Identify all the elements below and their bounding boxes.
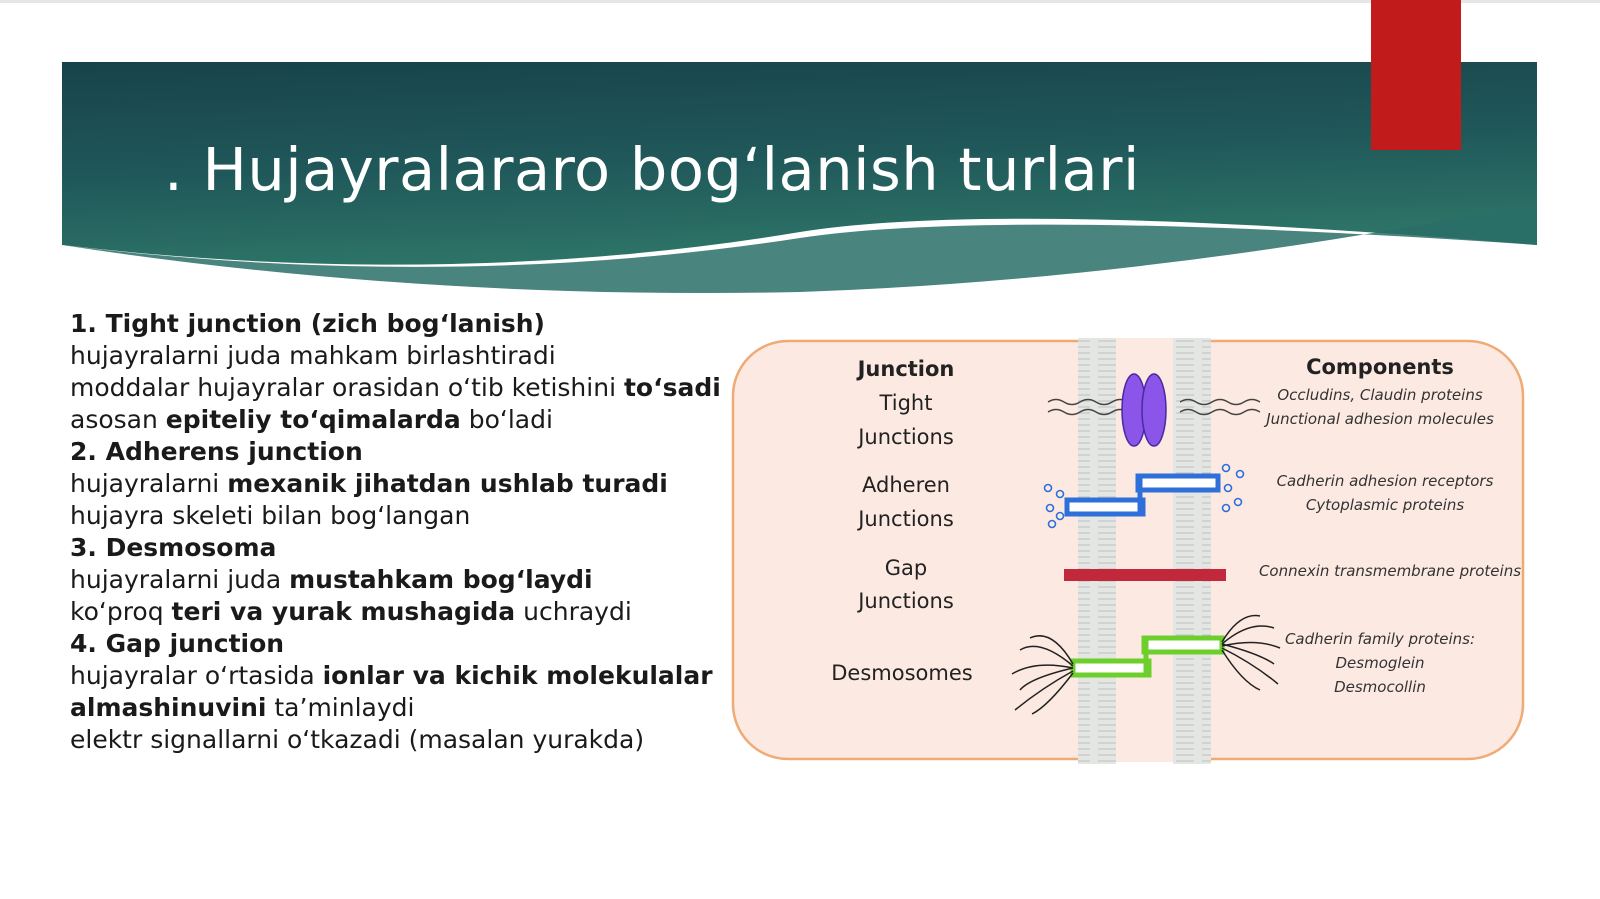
adheren-junction-components: Cytoplasmic proteins [1306,496,1465,514]
desmosome-label: Desmosomes [831,661,972,685]
gap-junction-label: Gap [885,556,927,580]
tight-junction-label: Junctions [856,425,954,449]
claudin-protein [1141,373,1167,447]
gap-junction-components: Connexin transmembrane proteins [1259,562,1521,580]
desmosome-components: Cadherin family proteins: [1285,630,1475,648]
tight-junction-label: Tight [879,391,933,415]
desmosome-components: Desmocollin [1334,678,1426,696]
section-heading-desmosoma: 3. Desmosoma [70,533,277,562]
text-line: hujayralar o‘rtasida ionlar va kichik mo… [70,661,713,690]
text-line: elektr signallarni o‘tkazadi (masalan yu… [70,725,645,754]
adheren-junction-structure [1064,473,1221,517]
top-divider [0,0,1600,3]
junction-list: 1. Tight junction (zich bog‘lanish) huja… [70,308,721,756]
adheren-junction-label: Junctions [856,507,954,531]
text-line: hujayralarni mexanik jihatdan ushlab tur… [70,469,668,498]
red-accent-tab [1371,0,1461,150]
section-heading-adherens: 2. Adherens junction [70,437,363,466]
text-line: asosan epiteliy to‘qimalarda bo‘ladi [70,405,553,434]
tight-junction-strands [1047,398,1261,416]
text-line: ko‘proq teri va yurak mushagida uchraydi [70,597,632,626]
membrane-right [1173,338,1211,764]
tight-junction-components: Occludins, Claudin proteins [1277,386,1482,404]
column-junction-heading: Junction [856,357,955,381]
text-line: almashinuvini ta’minlaydi [70,693,415,722]
column-components-heading: Components [1306,355,1454,379]
text-line: hujayralarni juda mustahkam bog‘laydi [70,565,593,594]
section-heading-gap: 4. Gap junction [70,629,285,658]
adheren-junction-components: Cadherin adhesion receptors [1277,472,1494,490]
slide-title: . Hujayralararo bog‘lanish turlari [164,135,1140,204]
section-heading-tight: 1. Tight junction (zich bog‘lanish) [70,309,545,338]
text-line: hujayra skeleti bilan bog‘langan [70,501,471,530]
desmosome-structure [1070,635,1225,678]
junction-diagram: Junction Components Tight Junctions Occl… [731,338,1525,764]
text-line: moddalar hujayralar orasidan o‘tib ketis… [70,373,721,402]
keratin-filaments [1011,614,1281,715]
adheren-junction-label: Adheren [862,473,950,497]
cytoplasmic-dots [1043,463,1245,529]
title-banner [62,62,1537,294]
tight-junction-components: Junctional adhesion molecules [1263,410,1494,428]
text-line: hujayralarni juda mahkam birlashtiradi [70,341,556,370]
desmosome-components: Desmoglein [1336,654,1425,672]
gap-junction-label: Junctions [856,589,954,613]
membrane-left [1078,338,1116,764]
connexin-channel [1064,569,1226,581]
